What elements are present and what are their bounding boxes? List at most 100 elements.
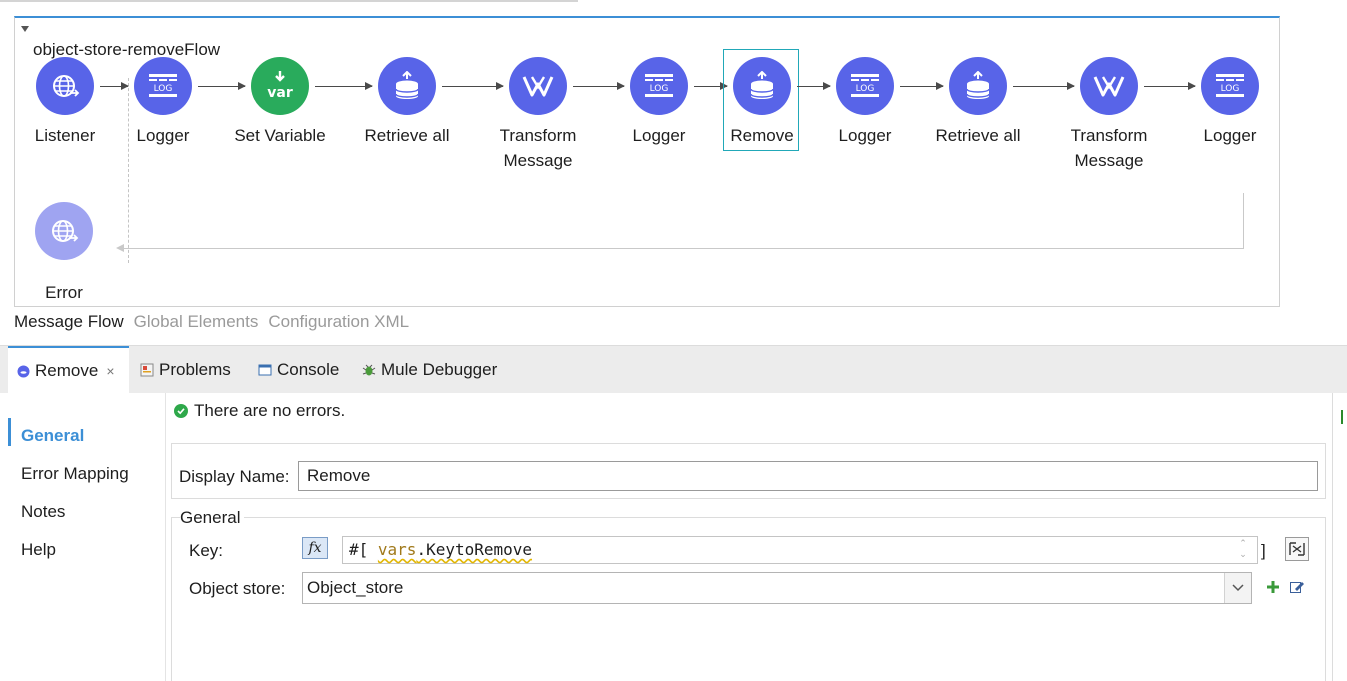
- tab-console[interactable]: Console: [258, 346, 339, 394]
- general-group-box: [171, 517, 1326, 681]
- console-icon: [258, 363, 272, 377]
- key-expression-input[interactable]: #[ vars.KeytoRemove: [342, 536, 1258, 564]
- tab-global-elements[interactable]: Global Elements: [133, 312, 259, 331]
- flow-node-logger[interactable]: LOG Logger: [599, 57, 719, 148]
- display-name-label: Display Name:: [179, 467, 290, 486]
- svg-text:var: var: [267, 85, 293, 101]
- flow-node-label: Logger: [1203, 126, 1257, 145]
- nav-notes[interactable]: Notes: [21, 502, 66, 521]
- flow-node-logger[interactable]: LOG Logger: [805, 57, 925, 148]
- tab-problems-label: Problems: [159, 360, 231, 379]
- source-divider: [128, 78, 129, 263]
- remove-component-icon: [16, 364, 30, 378]
- flow-node-remove[interactable]: Remove: [702, 49, 822, 151]
- flow-node-label: Listener: [34, 126, 96, 145]
- flow-node-logger[interactable]: LOG Logger: [1170, 57, 1279, 148]
- nav-general[interactable]: General: [21, 426, 85, 445]
- display-name-input[interactable]: Remove: [298, 461, 1318, 491]
- flow-title[interactable]: object-store-removeFlow: [33, 40, 221, 59]
- flow-connector-arrow: [442, 82, 504, 90]
- validation-status: There are no errors.: [174, 401, 345, 421]
- tab-mule-debugger-label: Mule Debugger: [381, 360, 498, 379]
- expression-spinner-icon[interactable]: ⌃⌄: [1239, 538, 1247, 559]
- nav-error-mapping[interactable]: Error Mapping: [21, 464, 129, 483]
- tab-console-label: Console: [277, 360, 340, 379]
- svg-text:LOG: LOG: [154, 84, 173, 94]
- right-panel-marker: [1341, 410, 1343, 424]
- expr-close: ]: [1261, 541, 1266, 560]
- check-icon: [174, 404, 188, 418]
- mapping-editor-icon[interactable]: [1285, 537, 1309, 561]
- nav-help[interactable]: Help: [21, 540, 56, 559]
- tab-problems[interactable]: Problems: [140, 346, 231, 394]
- var-icon: var: [251, 57, 309, 115]
- flow-node-label: Transform Message: [1070, 126, 1148, 170]
- fx-toggle-button[interactable]: fx: [302, 537, 328, 559]
- database-remove-icon: [733, 57, 791, 115]
- expr-keyword: vars: [377, 540, 417, 559]
- flow-node-label: Logger: [632, 126, 686, 145]
- problems-icon: [140, 363, 154, 377]
- status-text: There are no errors.: [194, 401, 346, 420]
- flow-node-label: Remove: [730, 126, 794, 145]
- expr-open: #[: [349, 540, 369, 559]
- log-icon: LOG: [836, 57, 894, 115]
- debugger-bug-icon: [362, 363, 376, 377]
- object-store-select[interactable]: Object_store: [302, 572, 1252, 604]
- flow-node-label: Retrieve all: [935, 126, 1021, 145]
- globe-error-icon: [35, 202, 93, 260]
- collapse-flow-icon[interactable]: [21, 26, 29, 32]
- flow-connector-arrow: [315, 82, 373, 90]
- svg-text:LOG: LOG: [1221, 84, 1240, 94]
- tab-configuration-xml[interactable]: Configuration XML: [268, 312, 410, 331]
- error-handling-node[interactable]: Error: [15, 202, 124, 305]
- flow-node-transform-message[interactable]: Transform Message: [1049, 57, 1169, 173]
- flow-node-retrieve-all[interactable]: Retrieve all: [347, 57, 467, 148]
- edit-icon[interactable]: [1289, 579, 1305, 595]
- flow-connector-arrow: [1144, 82, 1196, 90]
- add-icon[interactable]: [1265, 579, 1281, 595]
- flow-node-label: Logger: [136, 126, 190, 145]
- return-arrowhead: [116, 244, 124, 252]
- flow-node-label: Logger: [838, 126, 892, 145]
- log-icon: LOG: [134, 57, 192, 115]
- flow-connector-arrow: [198, 82, 246, 90]
- database-retrieve-icon: [378, 57, 436, 115]
- flow-node-transform-message[interactable]: Transform Message: [478, 57, 598, 173]
- expr-field: .KeytoRemove: [416, 540, 533, 559]
- properties-nav: General Error Mapping Notes Help: [0, 393, 166, 681]
- flow-node-logger[interactable]: LOG Logger: [103, 57, 223, 148]
- error-node-label: Error: [45, 283, 83, 302]
- chevron-down-icon[interactable]: [1224, 573, 1251, 603]
- tab-remove[interactable]: Remove ×: [8, 346, 129, 394]
- tab-message-flow[interactable]: Message Flow: [14, 312, 124, 331]
- svg-text:LOG: LOG: [856, 84, 875, 94]
- flow-node-label: Set Variable: [234, 126, 326, 145]
- transform-icon: [509, 57, 567, 115]
- right-panel-edge: [1332, 393, 1347, 681]
- close-icon[interactable]: ×: [106, 363, 115, 379]
- log-icon: LOG: [630, 57, 688, 115]
- flow-connector-arrow: [573, 82, 625, 90]
- globe-listener-icon: [36, 57, 94, 115]
- flow-node-listener[interactable]: Listener: [15, 57, 125, 148]
- transform-icon: [1080, 57, 1138, 115]
- flow-node-retrieve-all[interactable]: Retrieve all: [918, 57, 1038, 148]
- flow-canvas[interactable]: object-store-removeFlow Listener LOG Logge…: [14, 16, 1280, 307]
- return-line: [1243, 193, 1244, 248]
- nav-active-marker: [8, 418, 11, 446]
- tab-mule-debugger[interactable]: Mule Debugger: [362, 346, 497, 394]
- general-group-label: General: [180, 508, 245, 528]
- database-retrieve-icon: [949, 57, 1007, 115]
- flow-connector-arrow: [100, 82, 129, 90]
- flow-connector-arrow: [797, 82, 831, 90]
- key-label: Key:: [189, 541, 224, 560]
- top-divider: [0, 0, 578, 2]
- selection-box: [723, 49, 799, 151]
- object-store-label: Object store:: [189, 579, 286, 598]
- flow-connector-arrow: [1013, 82, 1075, 90]
- svg-text:LOG: LOG: [650, 84, 669, 94]
- tab-remove-label: Remove: [35, 361, 99, 380]
- flow-connector-arrow: [694, 82, 728, 90]
